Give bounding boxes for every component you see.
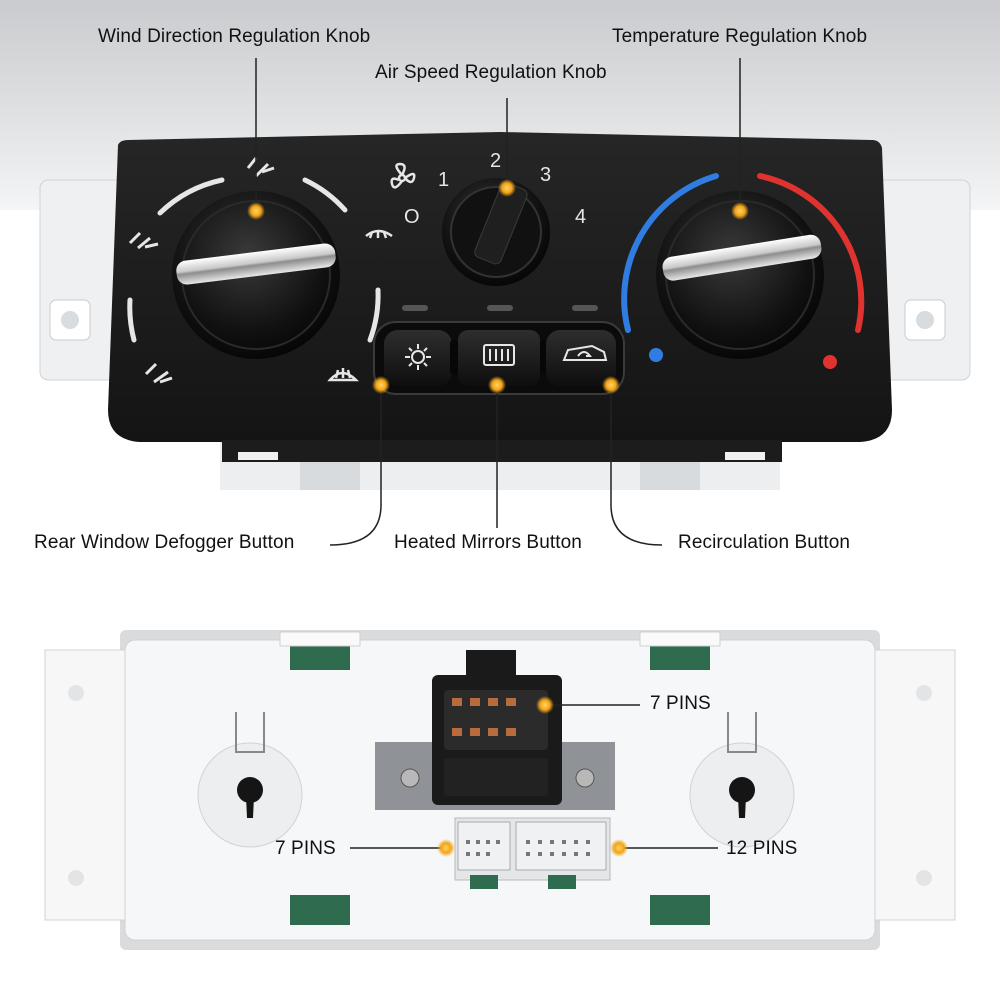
cold-indicator-dot [649,348,663,362]
callout-markers-bottom [437,696,628,857]
recirculation-label: Recirculation Button [678,532,851,553]
svg-text:2: 2 [490,150,501,172]
indicator-lights [402,305,598,311]
vent-defrost-floor-icon [365,229,393,239]
ac-snowflake-icon [405,344,431,370]
temperature-scale [621,173,865,333]
left-knob-shaft [197,712,303,848]
wind-direction-scale [127,177,381,343]
right-knob-shaft [689,712,795,848]
vent-face-icon [246,157,275,178]
fan-speed-labels: 1 2 3 4 O [404,150,586,228]
rear-defrost-icon [483,344,515,366]
air-speed-knob-label: Air Speed Regulation Knob [375,62,607,83]
ac-button[interactable] [384,330,452,386]
svg-text:1: 1 [438,169,449,191]
wind-direction-knob[interactable] [172,191,340,359]
temperature-knob[interactable] [656,191,824,359]
rear-defogger-label: Rear Window Defogger Button [34,532,295,553]
blower-switch-connector [375,650,615,810]
vent-bilevel-icon [128,231,159,250]
callout-markers-top [247,179,749,394]
svg-text:4: 4 [575,206,586,228]
temperature-knob-label: Temperature Regulation Knob [612,26,868,47]
pins-left-label: 7 PINS [275,838,336,859]
callout-lines-bottom [350,704,718,849]
vent-floor-icon [144,362,173,384]
pcb-connectors [454,817,611,889]
pins-connector-top-label: 7 PINS [650,693,711,714]
recirculation-car-icon [562,344,608,361]
windshield-defrost-icon [327,368,360,382]
svg-text:3: 3 [540,164,551,186]
svg-text:O: O [404,206,420,228]
fan-icon [390,162,416,189]
wind-direction-knob-label: Wind Direction Regulation Knob [98,26,371,47]
recirculation-button[interactable] [546,330,616,386]
pins-right-label: 12 PINS [726,838,798,859]
heated-mirrors-label: Heated Mirrors Button [394,532,582,553]
callout-lines-top [255,58,741,546]
hot-indicator-dot [823,355,837,369]
air-speed-knob[interactable] [442,178,550,286]
